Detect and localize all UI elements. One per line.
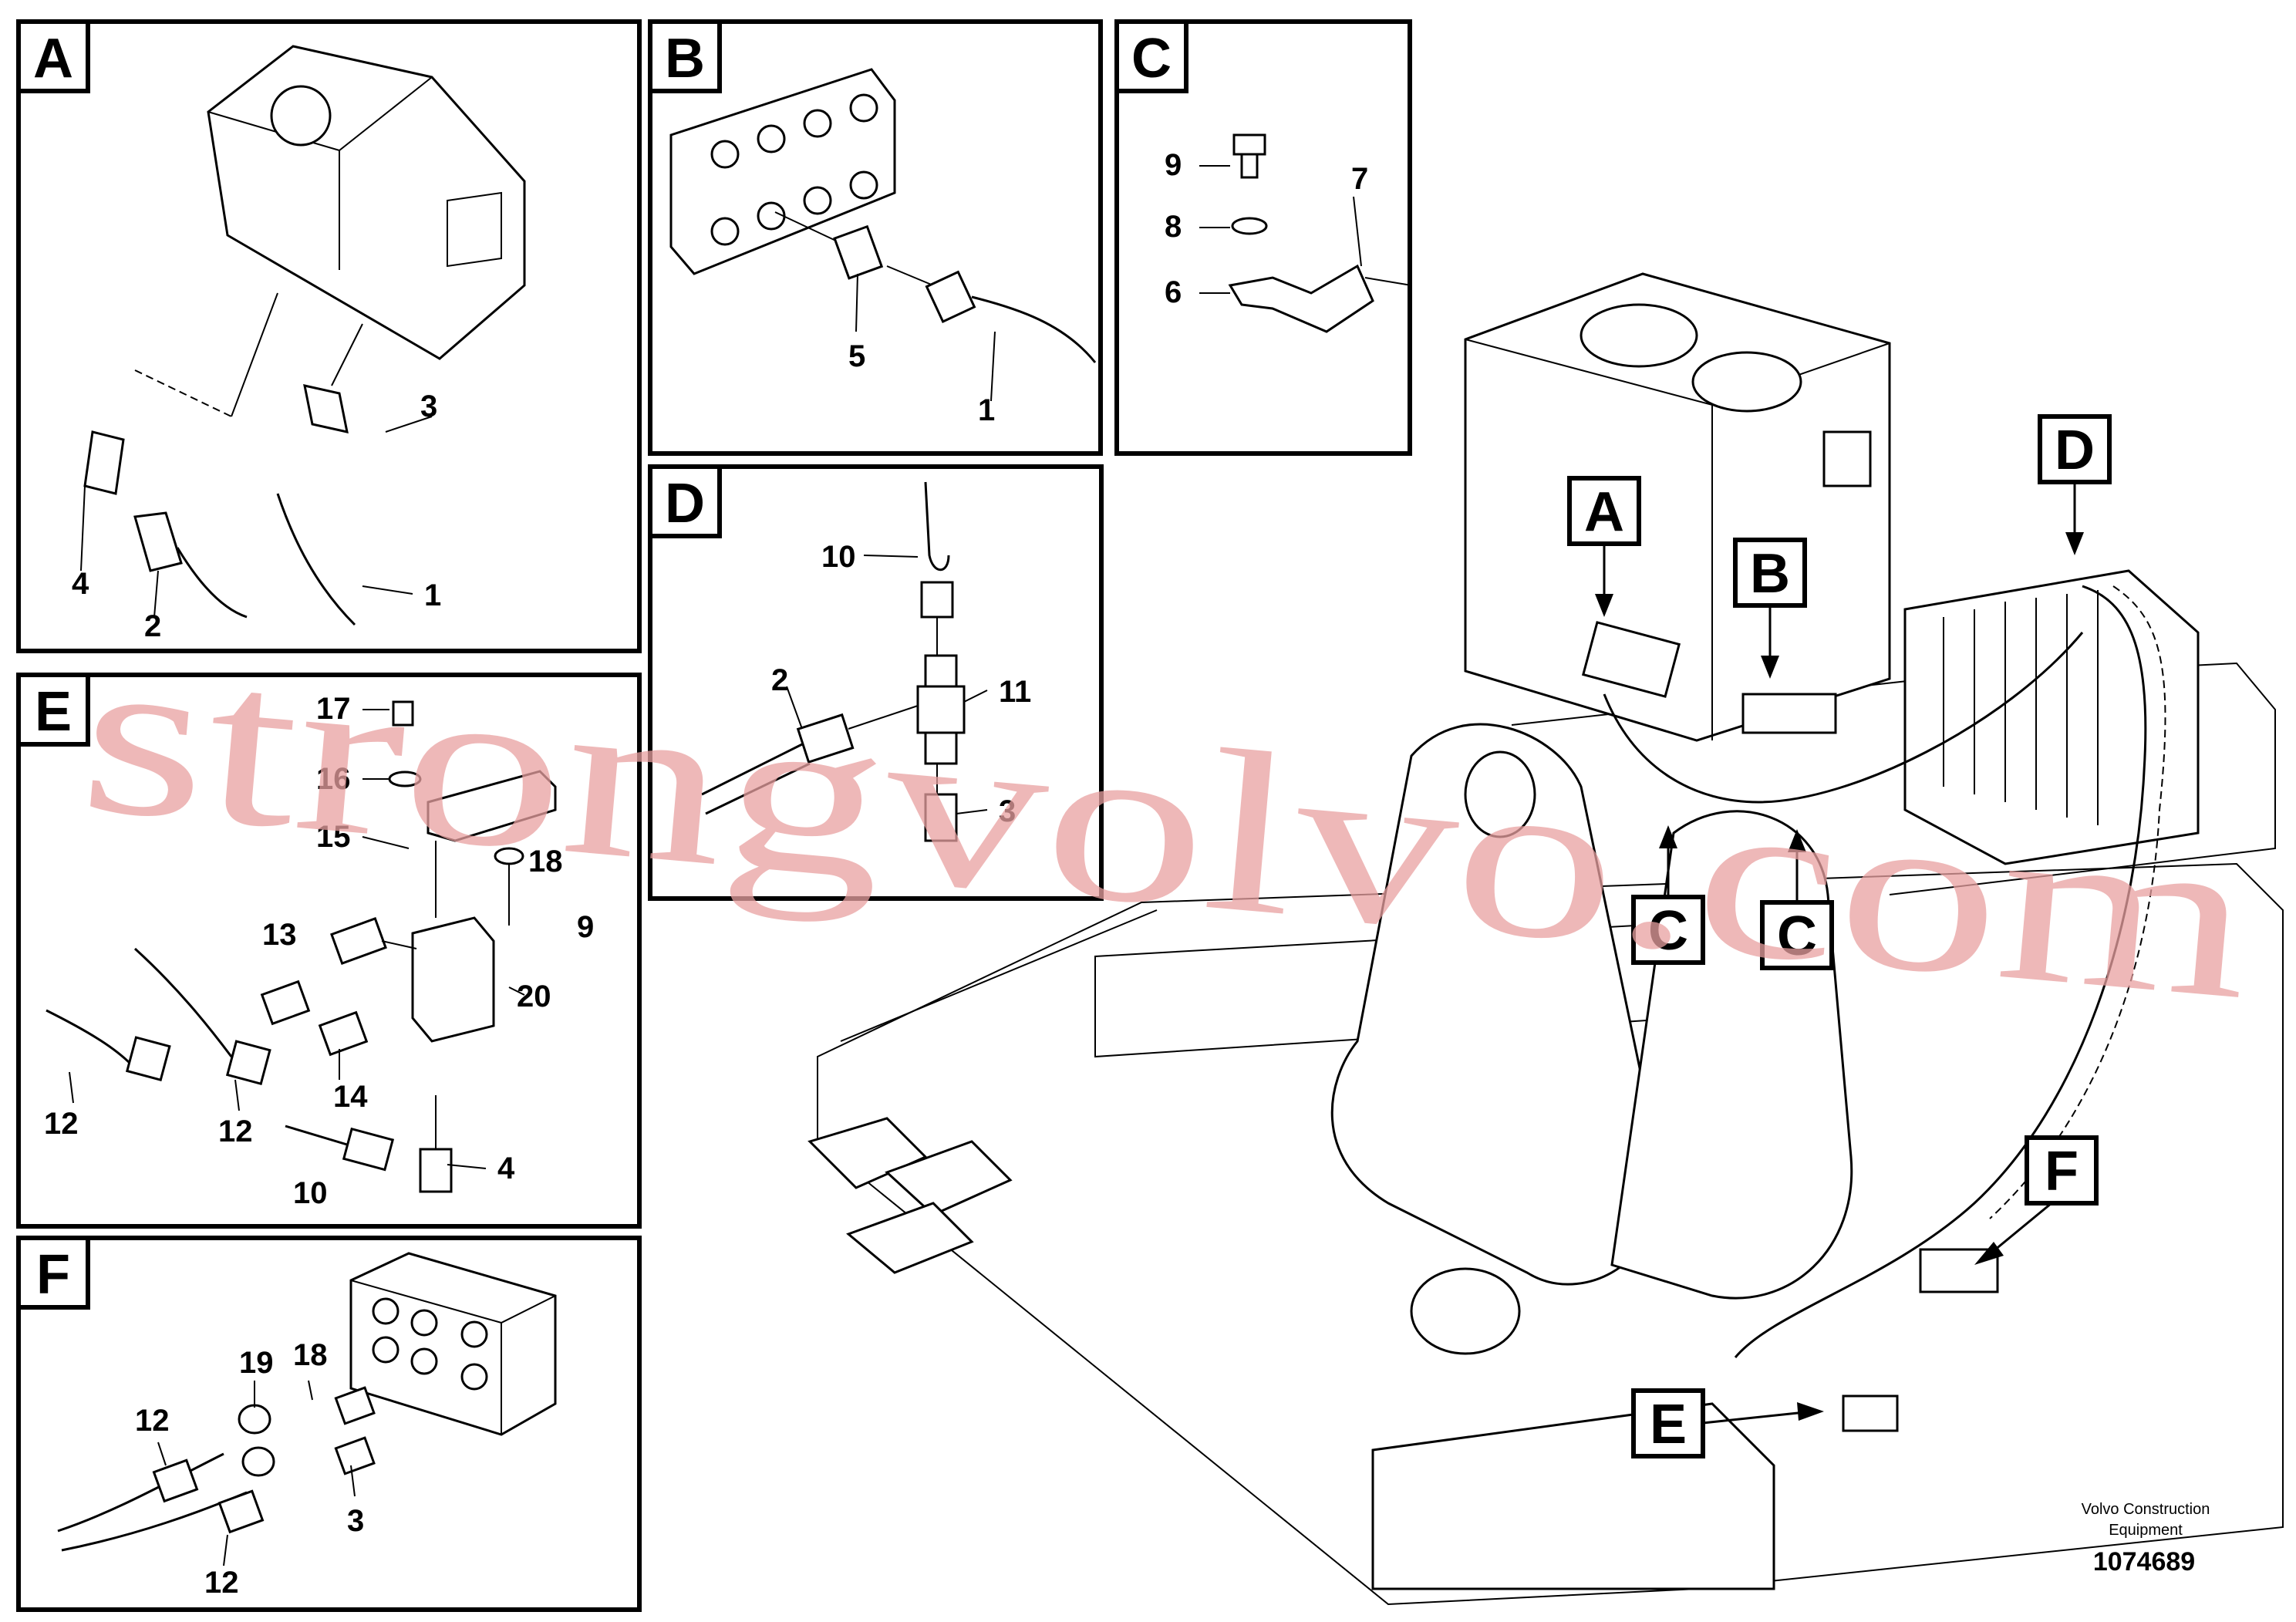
panel-letter-a: A <box>33 28 73 89</box>
part-label-17: 17 <box>316 692 351 726</box>
svg-text:E: E <box>1650 1394 1687 1455</box>
part-label-13: 13 <box>262 918 297 952</box>
part-label-12: 12 <box>135 1404 170 1438</box>
main-machine-drawing <box>807 272 2284 1606</box>
detail-panel-a: A 3 4 2 1 <box>16 19 642 653</box>
brand-line-2: Equipment <box>2109 1522 2183 1539</box>
part-label-3: 3 <box>999 794 1016 828</box>
brand-line-1: Volvo Construction <box>2082 1501 2210 1518</box>
svg-text:A: A <box>1584 481 1624 543</box>
part-label-10: 10 <box>293 1176 328 1210</box>
part-label-2: 2 <box>771 663 788 697</box>
detail-panel-b: B 5 1 <box>648 19 1103 456</box>
part-label-19: 19 <box>239 1346 274 1380</box>
callout-d: D <box>2038 414 2112 555</box>
part-label-9: 9 <box>577 910 594 944</box>
callout-a: A <box>1567 476 1641 617</box>
part-label-7: 7 <box>1351 162 1368 196</box>
panel-letter-e: E <box>35 681 72 743</box>
svg-text:F: F <box>2045 1141 2079 1202</box>
callout-b: B <box>1733 538 1807 679</box>
part-label-4: 4 <box>497 1152 515 1185</box>
part-label-9: 9 <box>1165 148 1182 182</box>
part-label-12: 12 <box>44 1107 79 1141</box>
part-label-20: 20 <box>517 980 551 1013</box>
part-label-10: 10 <box>821 540 856 574</box>
part-label-2: 2 <box>144 609 161 643</box>
part-label-16: 16 <box>316 762 351 796</box>
svg-text:C: C <box>1777 905 1817 967</box>
part-label-12: 12 <box>204 1566 239 1600</box>
panel-letter-b: B <box>665 28 705 89</box>
part-label-18: 18 <box>528 845 563 878</box>
part-label-8: 8 <box>1165 210 1182 244</box>
panel-letter-f: F <box>36 1244 70 1306</box>
panel-letter-d: D <box>665 473 705 534</box>
detail-panel-d: D 10 2 11 3 <box>648 464 1104 901</box>
part-label-12: 12 <box>218 1114 253 1148</box>
document-number: 1074689 <box>2093 1547 2195 1576</box>
callout-e: E <box>1631 1388 1824 1458</box>
part-label-5: 5 <box>848 339 865 373</box>
callout-c-right: C <box>1760 829 1834 970</box>
svg-text:C: C <box>1648 900 1688 962</box>
part-label-18: 18 <box>293 1338 328 1372</box>
part-label-14: 14 <box>333 1080 368 1114</box>
callout-c-left: C <box>1631 825 1705 965</box>
part-label-3: 3 <box>420 389 437 423</box>
panel-letter-c: C <box>1131 28 1172 89</box>
part-label-15: 15 <box>316 820 351 854</box>
detail-panel-e: E 17 16 15 18 9 13 20 12 12 14 10 4 <box>16 673 642 1229</box>
part-label-1: 1 <box>424 578 441 612</box>
callout-f: F <box>1974 1135 2099 1265</box>
part-label-3: 3 <box>347 1504 364 1538</box>
part-label-4: 4 <box>72 567 89 601</box>
part-label-1: 1 <box>978 393 995 427</box>
part-label-11: 11 <box>999 675 1031 709</box>
svg-text:D: D <box>2055 420 2095 481</box>
svg-text:B: B <box>1750 543 1790 605</box>
detail-panel-f: F 19 18 12 3 12 <box>16 1236 642 1612</box>
part-label-6: 6 <box>1165 275 1182 309</box>
detail-panel-c: C 9 8 7 6 <box>1114 19 1412 456</box>
